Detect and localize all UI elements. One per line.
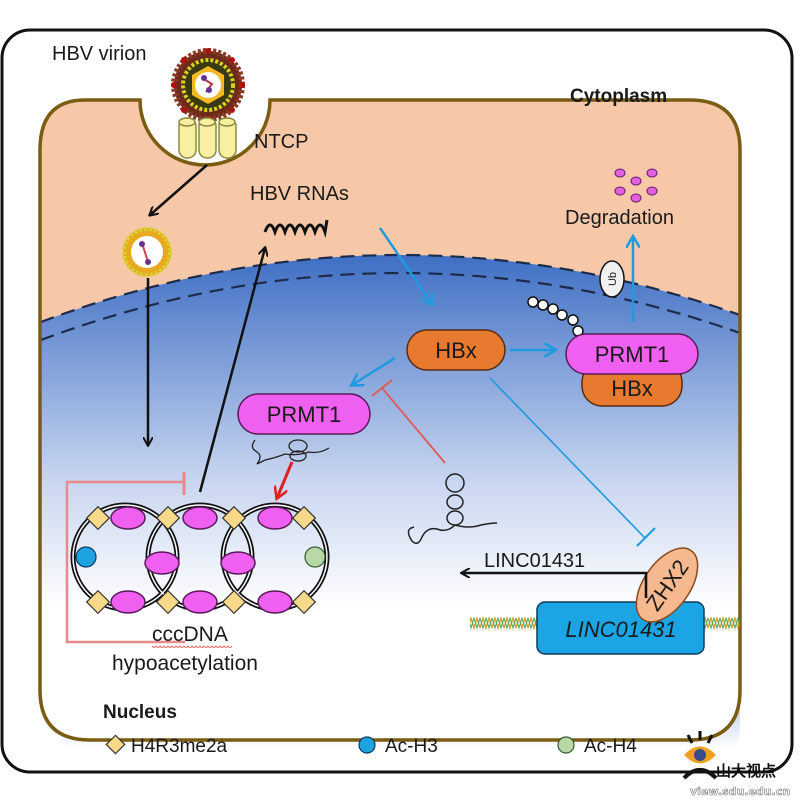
degradation-label: Degradation xyxy=(565,207,674,229)
ac-h4-mark-icon xyxy=(304,546,326,568)
ntcp-label: NTCP xyxy=(254,131,308,153)
cccdna-minichromosome xyxy=(70,502,330,615)
spellcheck-underline xyxy=(151,645,233,648)
nuclear-envelope-inner xyxy=(40,271,740,350)
lincrna-product-label: LINC01431 xyxy=(484,550,585,572)
hbx-protein: HBx xyxy=(406,329,506,371)
legend: H4R3me2a Ac-H3 Ac-H4 xyxy=(105,734,637,757)
legend-ac-h4-icon xyxy=(557,736,575,754)
lncrna-inhibition-line xyxy=(381,387,446,464)
ntcp-receptor-icon xyxy=(178,117,237,159)
hbx-label: HBx xyxy=(435,338,477,363)
nucleus-label: Nucleus xyxy=(103,702,177,723)
capsid-icon xyxy=(122,227,172,277)
cytoplasm-label: Cytoplasm xyxy=(570,86,667,107)
lncrna-icon xyxy=(407,473,498,544)
legend-label-ac-h4: Ac-H4 xyxy=(584,736,637,757)
prmt1-activation-arrow xyxy=(352,356,396,385)
hbv-virion-icon xyxy=(171,48,245,122)
outer-frame xyxy=(0,28,794,774)
hbv-rnas-label: HBV RNAs xyxy=(250,183,349,205)
legend-label-h4r3me2a: H4R3me2a xyxy=(131,736,228,757)
nucleosome-icon xyxy=(110,506,293,614)
nuclear-envelope-outer xyxy=(40,253,740,332)
h4r3me2a-mark-icon xyxy=(85,505,317,615)
complex-prmt1-label: PRMT1 xyxy=(595,342,670,367)
lncrna-inhibition-bar xyxy=(371,379,393,397)
hypoacetylation-label: hypoacetylation xyxy=(112,652,258,675)
legend-label-ac-h3: Ac-H3 xyxy=(385,736,438,757)
degradation-fragments-icon xyxy=(614,168,658,203)
virion-label: HBV virion xyxy=(52,43,146,65)
ac-h3-mark-icon xyxy=(75,546,97,568)
gene-transcription-arrow xyxy=(462,573,648,598)
cell-membrane xyxy=(38,98,742,742)
linc01431-gene: LINC01431 xyxy=(536,601,705,655)
zhx2-inhibition-bar xyxy=(636,527,656,547)
zhx2-inhibition-line xyxy=(489,377,646,539)
ubiquitin-icon: Ub xyxy=(599,260,625,298)
transcription-arrow xyxy=(198,248,265,493)
complex-hbx-label: HBx xyxy=(611,376,653,401)
translation-arrow xyxy=(378,227,432,304)
hbv-rna-icon xyxy=(263,219,329,238)
methylation-arrow xyxy=(277,461,294,498)
prmt1-hbx-complex: HBx PRMT1 xyxy=(565,333,699,407)
lncrna-bound-icon xyxy=(251,439,330,465)
eye-logo-icon xyxy=(682,731,718,780)
ubiquitin-chain-icon xyxy=(527,296,584,337)
feedback-inhibition-bracket xyxy=(65,480,185,644)
prmt1-label: PRMT1 xyxy=(267,402,342,427)
ub-label: Ub xyxy=(607,272,619,286)
watermark: 山大视点 view.sdu.edu.cn xyxy=(682,731,790,798)
cccdna-label: cccDNA xyxy=(152,623,228,646)
watermark-text: 山大视点 xyxy=(716,762,776,780)
watermark-url: view.sdu.edu.cn xyxy=(690,785,790,798)
legend-diamond-icon xyxy=(105,734,126,755)
entry-arrow xyxy=(150,164,208,215)
legend-ac-h3-icon xyxy=(358,736,376,754)
prmt1-protein: PRMT1 xyxy=(237,393,371,435)
